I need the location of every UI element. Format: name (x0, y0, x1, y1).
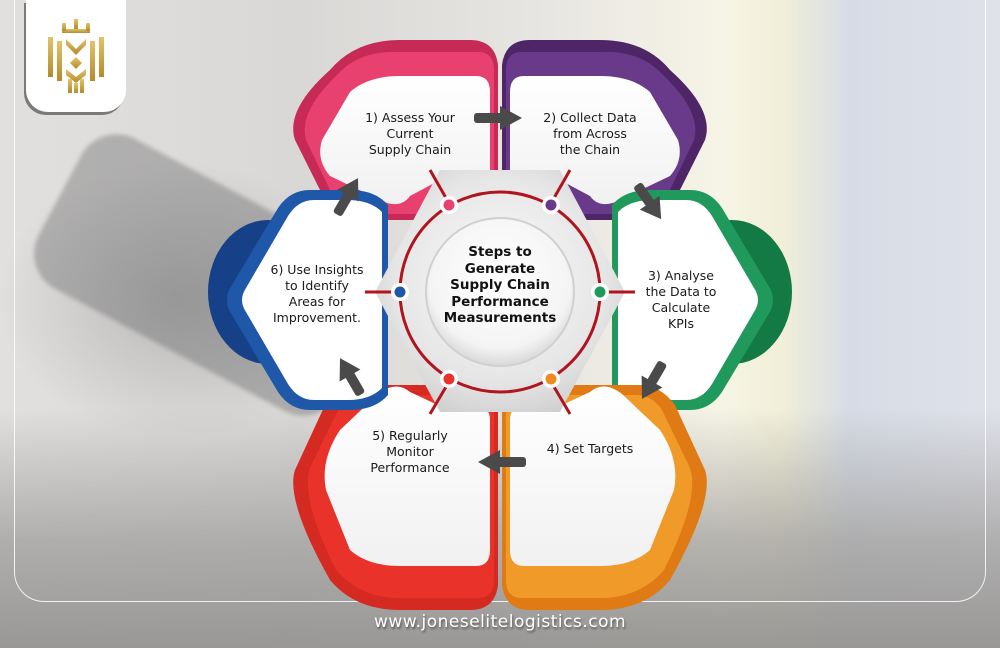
step-3-petal (612, 190, 792, 410)
connector-nodes (391, 196, 609, 388)
step-2-label: 2) Collect Data from Across the Chain (520, 110, 660, 158)
step-2-line-2: from Across (553, 126, 627, 141)
title-line-4: Performance (451, 293, 549, 310)
central-hub (365, 169, 635, 415)
arrow-4-to-5-icon (478, 450, 526, 474)
crown-lion-shield-logo-icon (48, 19, 104, 93)
step-3-line-2: the Data to (645, 284, 717, 299)
step-3-line-3: Calculate (651, 300, 711, 315)
step-6-label: 6) Use Insights to Identify Areas for Im… (252, 262, 382, 326)
step-1-line-3: Supply Chain (368, 142, 452, 157)
step-5-label: 5) Regularly Monitor Performance (340, 428, 480, 476)
arrow-5-to-6-icon (339, 358, 365, 396)
arrow-2-to-3-icon (634, 183, 662, 220)
title-line-1: Steps to (468, 244, 532, 260)
title-line-2: Generate (464, 260, 536, 277)
logo-card (26, 0, 126, 112)
step-5-line-3: Performance (370, 460, 450, 475)
title-line-3: Supply Chain (450, 277, 550, 293)
step-6-line-4: Improvement. (272, 310, 362, 325)
step-1-line-1: 1) Assess Your (365, 110, 455, 125)
step-4-line-1: 4) Set Targets (546, 441, 634, 456)
step-1-label: 1) Assess Your Current Supply Chain (340, 110, 480, 158)
step-6-line-1: 6) Use Insights (270, 262, 364, 277)
step-1-line-2: Current (386, 126, 434, 141)
step-2-line-1: 2) Collect Data (543, 110, 637, 125)
step-6-petal (208, 190, 388, 410)
step-3-label: 3) Analyse the Data to Calculate KPIs (618, 268, 744, 332)
step-3-line-1: 3) Analyse (647, 268, 714, 283)
arrow-1-to-2-icon (474, 106, 522, 130)
step-4-label: 4) Set Targets (520, 441, 660, 457)
arrow-6-to-1-icon (333, 178, 359, 216)
diagram-title: Steps to Generate Supply Chain Performan… (428, 244, 572, 327)
step-5-petal (293, 385, 498, 610)
step-5-line-2: Monitor (386, 444, 434, 459)
step-4-petal (502, 385, 707, 610)
step-3-line-4: KPIs (668, 316, 694, 331)
arrow-3-to-4-icon (641, 361, 667, 399)
title-line-5: Measurements (443, 310, 557, 326)
content-frame (14, 0, 986, 602)
background-bottom-fade (0, 408, 1000, 648)
step-6-line-2: to Identify (285, 278, 349, 293)
step-6-line-3: Areas for (288, 294, 346, 309)
website-url: www.joneselitelogistics.com (373, 612, 627, 632)
step-5-line-1: 5) Regularly (372, 428, 448, 443)
step-2-line-3: the Chain (559, 142, 621, 157)
